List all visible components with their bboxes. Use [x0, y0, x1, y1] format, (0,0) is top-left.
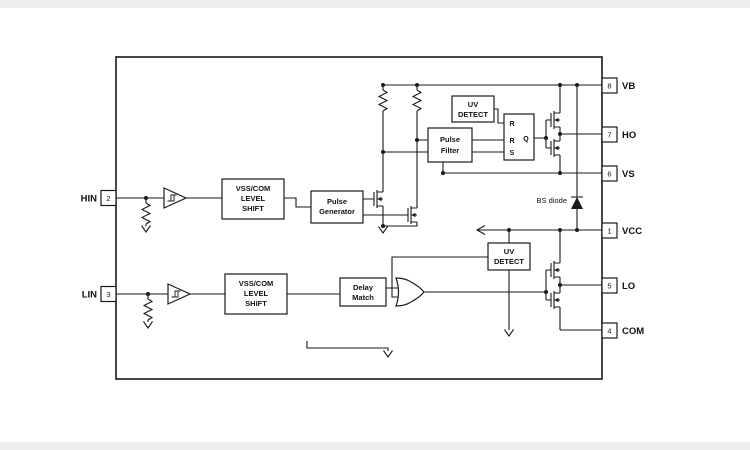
block-label-line: Match — [352, 293, 374, 302]
block-label-line: DETECT — [458, 110, 488, 119]
pin-vcc-label: VCC — [622, 226, 642, 237]
pin-vcc-number: 1 — [607, 227, 611, 236]
pin-hin: HIN 2 — [81, 189, 117, 207]
pin-vb-label: VB — [622, 81, 635, 92]
pin-ho-number: 7 — [607, 131, 611, 140]
ls-level-shift-block: VSS/COM LEVEL SHIFT — [224, 273, 288, 315]
uv-detect-low-block: UV DETECT — [487, 242, 531, 271]
block-label-line: LEVEL — [244, 289, 269, 298]
pin-ho: 7 HO — [601, 126, 636, 143]
pin-vs-number: 6 — [607, 170, 611, 179]
block-label-line: SHIFT — [242, 204, 264, 213]
pin-lo-label: LO — [622, 281, 635, 292]
pin-com-box — [601, 322, 618, 339]
pin-vb: 8 VB — [601, 77, 635, 94]
hs-level-shift-block: VSS/COM LEVEL SHIFT — [221, 178, 285, 220]
pin-lo-number: 5 — [607, 282, 611, 291]
lin-buffer — [167, 283, 192, 305]
pulse-filter-block: Pulse Filter — [427, 127, 473, 163]
pin-lin-label: LIN — [82, 290, 97, 301]
pin-ho-label: HO — [622, 130, 636, 141]
pin-hin-number: 2 — [106, 194, 110, 203]
or-gate — [395, 277, 425, 307]
pin-vs-box — [601, 165, 618, 182]
pin-hin-box — [100, 189, 117, 207]
bottom-margin-strip — [0, 442, 750, 450]
block-label-line: LEVEL — [241, 194, 266, 203]
junction-dots — [144, 83, 579, 296]
pin-lo-box — [601, 277, 618, 294]
block-label-line: VSS/COM — [236, 184, 271, 193]
latch-input-r1: R — [509, 121, 514, 128]
pin-vs: 6 VS — [601, 165, 635, 182]
block-label-line: DETECT — [494, 257, 524, 266]
block-label-line: UV — [468, 100, 478, 109]
block-label-line: Generator — [319, 207, 355, 216]
pin-vcc: 1 VCC — [601, 222, 642, 239]
pin-hin-label: HIN — [81, 194, 98, 205]
pin-com-label: COM — [622, 326, 644, 337]
latch-input-r2: R — [509, 138, 514, 145]
pulse-generator-block: Pulse Generator — [310, 190, 364, 224]
block-label-line: SHIFT — [245, 299, 267, 308]
bootstrap-diode — [571, 196, 583, 209]
pin-vcc-box — [601, 222, 618, 239]
pin-com-number: 4 — [607, 327, 611, 336]
block-label-line: Filter — [441, 146, 459, 155]
rs-latch-block: R R S Q — [503, 113, 535, 161]
pin-vs-label: VS — [622, 169, 635, 180]
latch-input-s: S — [510, 150, 515, 157]
pin-lin: LIN 3 — [82, 285, 117, 303]
pin-vb-box — [601, 77, 618, 94]
vcc-feed-arrow — [475, 225, 486, 235]
block-label-line: Delay — [353, 283, 374, 292]
top-margin-strip — [0, 0, 750, 8]
delay-match-block: Delay Match — [339, 277, 387, 307]
pin-lin-box — [100, 285, 117, 303]
pin-com: 4 COM — [601, 322, 644, 339]
block-label-line: Pulse — [440, 135, 460, 144]
block-label-line: VSS/COM — [239, 279, 274, 288]
block-label-line: UV — [504, 247, 514, 256]
hin-buffer — [163, 187, 188, 209]
bs-diode-label: BS diode — [537, 196, 567, 205]
pin-ho-box — [601, 126, 618, 143]
latch-output-q: Q — [523, 136, 529, 143]
pin-lo: 5 LO — [601, 277, 635, 294]
block-label-line: Pulse — [327, 197, 347, 206]
uv-detect-high-block: UV DETECT — [451, 95, 495, 123]
pin-vb-number: 8 — [607, 82, 611, 91]
high-side-wires — [116, 84, 602, 230]
pin-lin-number: 3 — [106, 290, 110, 299]
